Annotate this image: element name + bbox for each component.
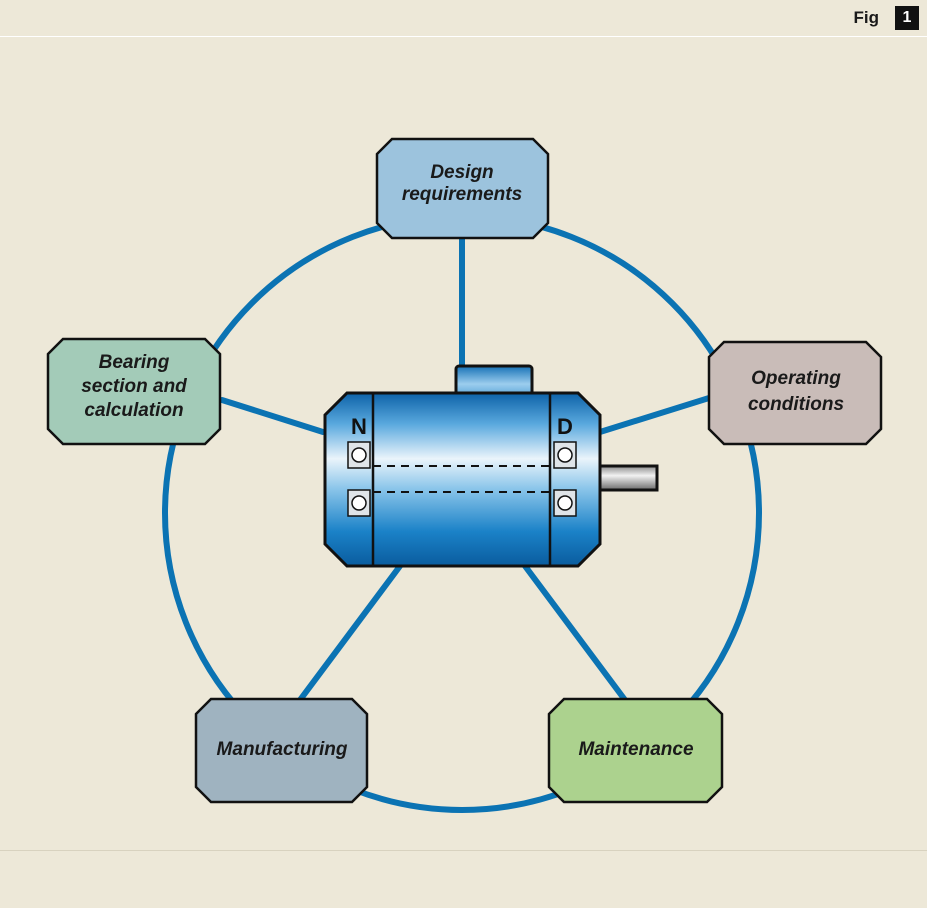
node-operating-line1: Operating (751, 368, 841, 389)
node-bearing-line1: Bearing (99, 352, 170, 373)
spoke-manufacturing (297, 563, 403, 703)
spokes (219, 235, 712, 703)
node-bearing-line2: section and (81, 376, 187, 397)
spoke-maintenance (522, 563, 628, 703)
figure-label: Fig (853, 8, 880, 27)
spoke-bearing (219, 397, 326, 435)
node-maintenance: Maintenance (547, 697, 724, 804)
spoke-operating (597, 395, 712, 435)
node-manufacturing-line1: Manufacturing (217, 739, 348, 760)
bearing-icon-nde-top (347, 441, 371, 469)
motor-body (323, 391, 602, 568)
bearing-icon-nde-bottom (347, 489, 371, 517)
drive-end-label: D (557, 414, 573, 439)
node-design-requirements: Design requirements (375, 137, 550, 240)
motor-shaft (597, 464, 659, 492)
bearing-icon-de-top (553, 441, 577, 469)
bottom-divider (0, 850, 927, 851)
figure-number-badge: 1 (895, 6, 919, 30)
node-operating-line2: conditions (748, 394, 844, 415)
bearing-icon-de-bottom (553, 489, 577, 517)
figure-header: Fig 1 (0, 0, 927, 37)
node-bearing-selection: Bearing section and calculation (46, 337, 222, 446)
node-maintenance-line1: Maintenance (578, 739, 694, 760)
node-operating-conditions: Operating conditions (707, 340, 883, 446)
non-drive-end-label: N (351, 414, 367, 439)
node-manufacturing: Manufacturing (194, 697, 369, 804)
node-design-line1: Design (430, 162, 493, 183)
node-bearing-line3: calculation (84, 400, 183, 421)
node-design-line2: requirements (402, 184, 522, 205)
